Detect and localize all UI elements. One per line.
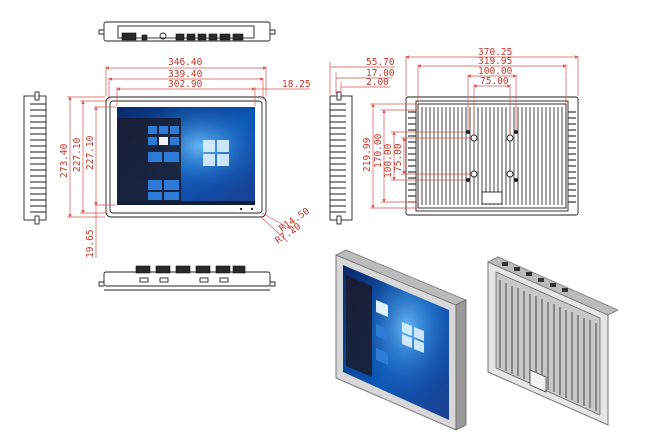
dim-back-vesa-inner: 75.00 bbox=[480, 76, 509, 87]
dim-front-height-outer: 273.40 bbox=[59, 143, 70, 178]
left-side-view bbox=[23, 91, 47, 225]
dim-front-width-outer: 346.40 bbox=[168, 57, 203, 68]
dim-back-height-total: 219.99 bbox=[362, 137, 373, 172]
dim-front-bezel-right: 18.25 bbox=[282, 79, 311, 90]
windows-logo-perspective-icon bbox=[402, 322, 424, 353]
perspective-front-view bbox=[335, 249, 467, 431]
dim-front-height-inner: 227.10 bbox=[85, 135, 96, 170]
dim-side-depth-small: 2.00 bbox=[366, 77, 389, 88]
dim-front-width-screen: 302.90 bbox=[168, 79, 203, 90]
dim-front-width-mid: 339.40 bbox=[168, 69, 203, 80]
dim-back-vesa-v-outer: 100.00 bbox=[383, 143, 394, 178]
windows-logo-icon bbox=[203, 140, 229, 166]
dim-back-vesa-v-inner: 75.00 bbox=[393, 143, 404, 172]
right-side-view bbox=[329, 91, 353, 225]
bottom-view bbox=[98, 265, 276, 291]
dim-back-vesa-outer: 100.00 bbox=[478, 66, 513, 77]
dim-side-depth-total: 55.70 bbox=[366, 57, 395, 68]
back-dimensions: 370.25 319.95 100.00 75.00 219.99 170.00… bbox=[362, 47, 579, 209]
dim-side-depth-mid: 17.00 bbox=[366, 68, 395, 79]
side-dimensions: 55.70 17.00 2.00 bbox=[329, 57, 395, 94]
dim-front-bottom: 19.65 bbox=[85, 229, 96, 258]
dim-back-height-holes: 170.00 bbox=[373, 133, 384, 168]
perspective-back-view bbox=[487, 256, 619, 426]
dim-back-width-holes: 319.95 bbox=[478, 56, 512, 67]
front-view bbox=[105, 96, 267, 218]
dim-back-width-total: 370.25 bbox=[478, 47, 512, 58]
dim-front-height-mid: 227.10 bbox=[72, 137, 83, 172]
top-view bbox=[98, 21, 276, 42]
back-view bbox=[405, 96, 579, 216]
